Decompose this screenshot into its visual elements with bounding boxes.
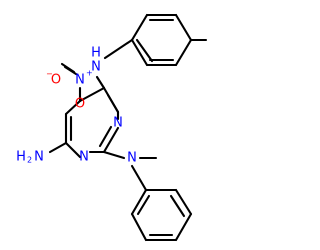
atom-n-nitro: N <box>75 73 85 88</box>
atom-n-amino: N <box>34 150 44 165</box>
bond <box>136 194 151 216</box>
bond <box>174 188 193 216</box>
bond <box>130 38 149 67</box>
bond <box>174 13 193 42</box>
charge-o-nitro-left: − <box>46 70 53 79</box>
bond <box>169 194 186 218</box>
bond <box>130 13 149 42</box>
bond <box>64 99 82 116</box>
bond <box>78 86 106 103</box>
bond <box>48 141 68 154</box>
atom-o-nitro-left: O <box>51 73 61 88</box>
atom-n-dimethyl: N <box>127 151 137 166</box>
bond <box>106 93 120 114</box>
bonds <box>48 13 208 242</box>
charge-n-nitro: + <box>86 69 93 78</box>
atom-n-ring-upper: N <box>113 116 123 131</box>
atom-n-ring-lower: N <box>79 150 89 165</box>
atom-h2-amino: H <box>16 150 26 165</box>
bond <box>98 125 113 148</box>
bond <box>102 150 126 160</box>
molecule-diagram: N H N + O − O N N H 2 N N <box>16 13 208 242</box>
bond <box>130 164 148 192</box>
atom-n-aniline: N <box>91 60 101 75</box>
bond <box>102 126 120 154</box>
atom-h-aniline: H <box>91 46 101 61</box>
bond <box>130 212 148 242</box>
bond <box>135 38 154 63</box>
atom-labels: N H N + O − O N N H 2 N N <box>16 46 137 166</box>
bond <box>174 38 193 67</box>
bond <box>103 38 134 60</box>
bond <box>63 65 78 76</box>
atom-h2-count: 2 <box>27 156 32 165</box>
bond <box>64 141 82 159</box>
bond <box>130 188 148 216</box>
atom-o-nitro-down: O <box>75 97 85 112</box>
bond <box>95 75 106 90</box>
bond <box>174 212 193 242</box>
